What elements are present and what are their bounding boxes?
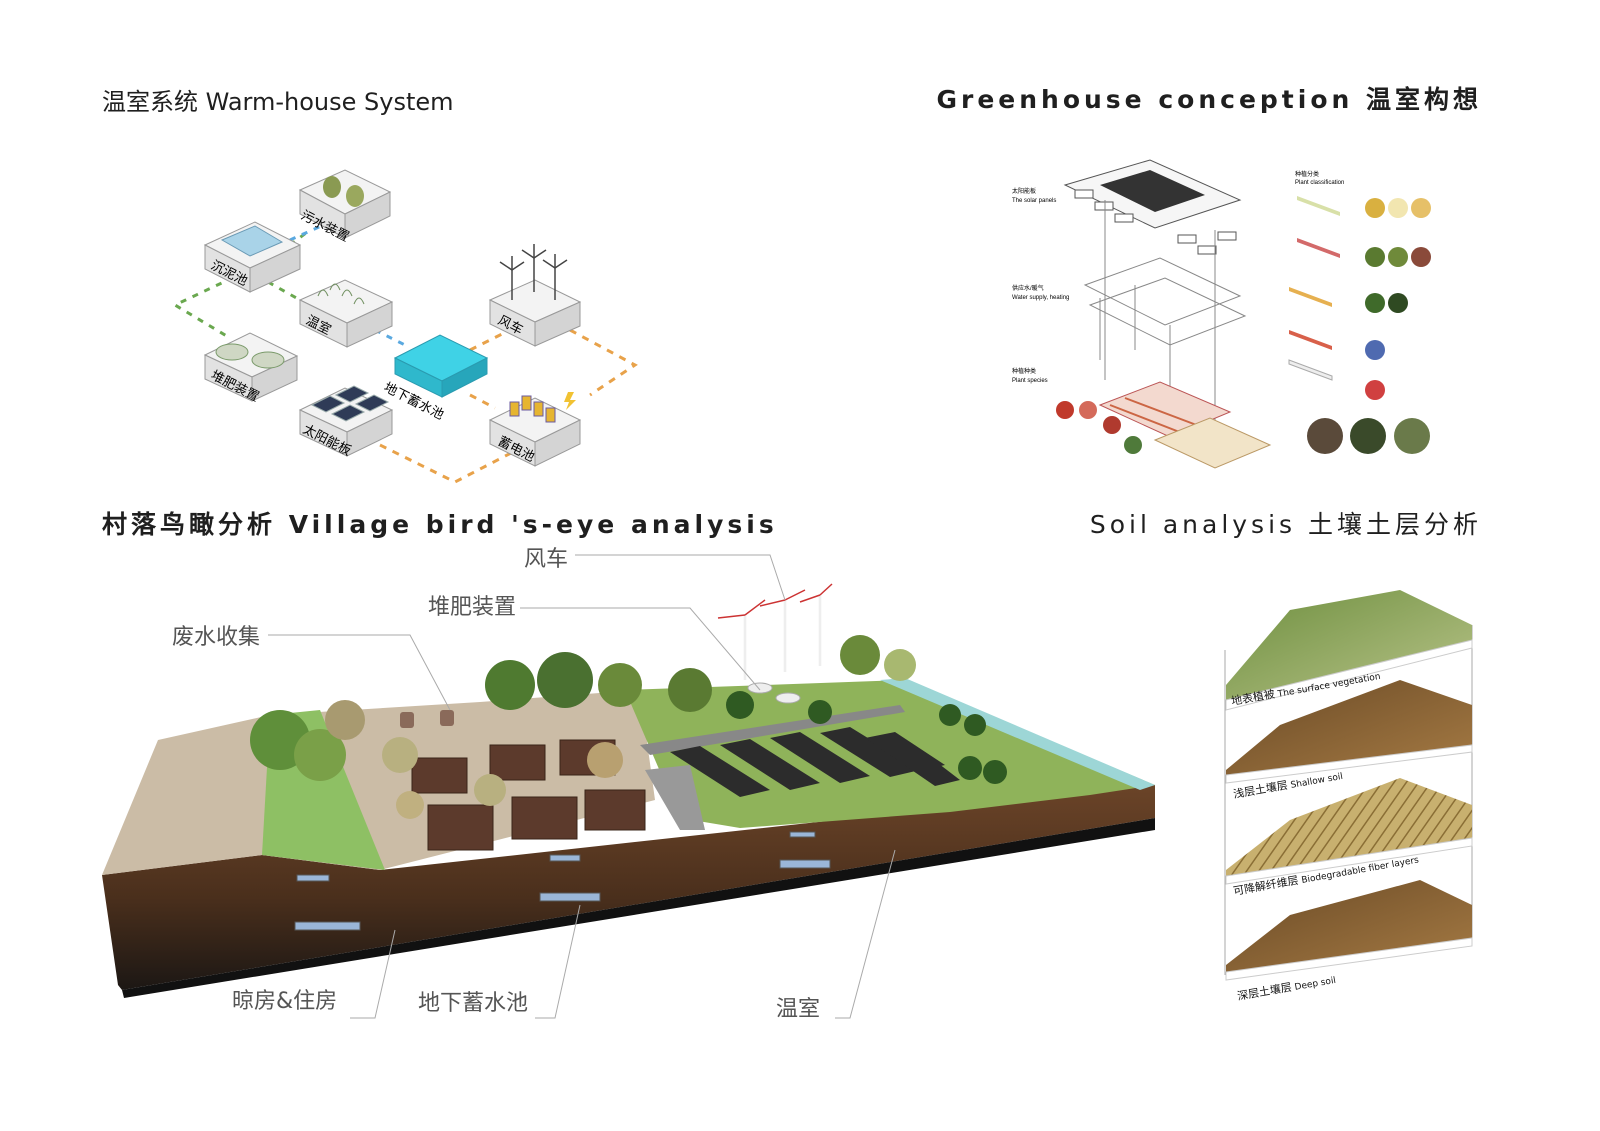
classification-icons bbox=[1307, 198, 1431, 454]
callout-lines bbox=[268, 554, 896, 1019]
solar-panel-block: 太阳能板 bbox=[298, 385, 394, 459]
solar-panel-icon bbox=[310, 385, 390, 422]
soil-layer-stack: 地表植被The surface vegetation 浅层土壤层Shallow … bbox=[1224, 590, 1473, 1003]
compost-block: 堆肥装置 bbox=[203, 332, 299, 405]
plant-samples bbox=[1056, 401, 1142, 454]
windmill-callout: 风车 bbox=[524, 547, 568, 572]
houses bbox=[411, 739, 646, 851]
battery-icon bbox=[509, 392, 576, 423]
greenhouse-block: 温室 bbox=[298, 279, 394, 348]
solar-panels-en-label: The solar panels bbox=[1012, 198, 1056, 204]
orange-flow-lines bbox=[379, 328, 638, 484]
warm-house-heading: 温室系统 Warm-house System bbox=[102, 88, 454, 116]
compost-callout: 堆肥装置 bbox=[428, 595, 516, 620]
village-analysis-heading: 村落鸟瞰分析 Village bird 's-eye analysis bbox=[102, 510, 778, 539]
windmills bbox=[717, 583, 833, 680]
sedimentation-pond-block: 沉泥池 bbox=[203, 221, 302, 293]
water-en-label: Water supply, heating bbox=[1012, 295, 1069, 301]
water-cn-label: 供应水/暖气 bbox=[1012, 284, 1044, 292]
trees bbox=[250, 635, 1007, 819]
houses-callout: 晾房&住房 bbox=[232, 989, 337, 1014]
deep-soil-edge bbox=[122, 818, 1155, 998]
windmill-icon bbox=[499, 244, 568, 300]
shallow-soil-layer bbox=[1225, 680, 1473, 784]
deep-soil-layer bbox=[1225, 880, 1473, 981]
greenhouse-conception-diagram: 太阳能板 The solar panels 供应水/暖气 Water suppl… bbox=[1012, 159, 1431, 469]
compost-dome bbox=[747, 682, 773, 694]
frame-layer bbox=[1083, 200, 1247, 420]
warm-house-system: 污水装置 沉泥池 温室 风车 bbox=[171, 169, 638, 484]
wastewater-callout: 废水收集 bbox=[172, 625, 260, 650]
battery-block: 蓄电池 bbox=[488, 392, 582, 467]
classification-cn-label: 种植分类 bbox=[1295, 170, 1319, 178]
plant-en-label: Plant species bbox=[1012, 378, 1048, 384]
surface-vegetation-layer bbox=[1225, 590, 1473, 711]
biodegradable-fiber-layer bbox=[1225, 778, 1473, 885]
soil-analysis-heading: Soil analysis 土壤土层分析 bbox=[1089, 510, 1482, 539]
planting-beds-layer bbox=[1098, 381, 1272, 469]
reservoir-callout: 地下蓄水池 bbox=[418, 991, 528, 1016]
windmill-block: 风车 bbox=[488, 244, 582, 347]
roof-panels-layer bbox=[1063, 159, 1242, 255]
solar-panels-cn-label: 太阳能板 bbox=[1012, 187, 1036, 195]
classification-bars bbox=[1288, 196, 1340, 381]
greenhouse-callout: 温室 bbox=[776, 997, 820, 1022]
sewage-device-block: 污水装置 bbox=[298, 169, 392, 245]
blue-flow-lines bbox=[289, 220, 406, 347]
soil-section bbox=[102, 785, 1155, 990]
sand-ground bbox=[102, 690, 655, 875]
compost-dome bbox=[775, 692, 801, 704]
road-side bbox=[645, 765, 705, 830]
plant-cn-label: 种植种类 bbox=[1012, 367, 1036, 375]
road bbox=[640, 705, 905, 755]
greenhouse-conception-heading: Greenhouse conception 温室构想 bbox=[936, 85, 1482, 114]
greenhouse-rows bbox=[670, 727, 960, 797]
underground-reservoirs bbox=[294, 831, 831, 931]
classification-en-label: Plant classification bbox=[1295, 180, 1344, 186]
village-model: 风车 堆肥装置 废水收集 晾房&住房 地下蓄水池 温室 bbox=[102, 547, 1155, 1022]
wastewater-barrels bbox=[400, 710, 454, 728]
